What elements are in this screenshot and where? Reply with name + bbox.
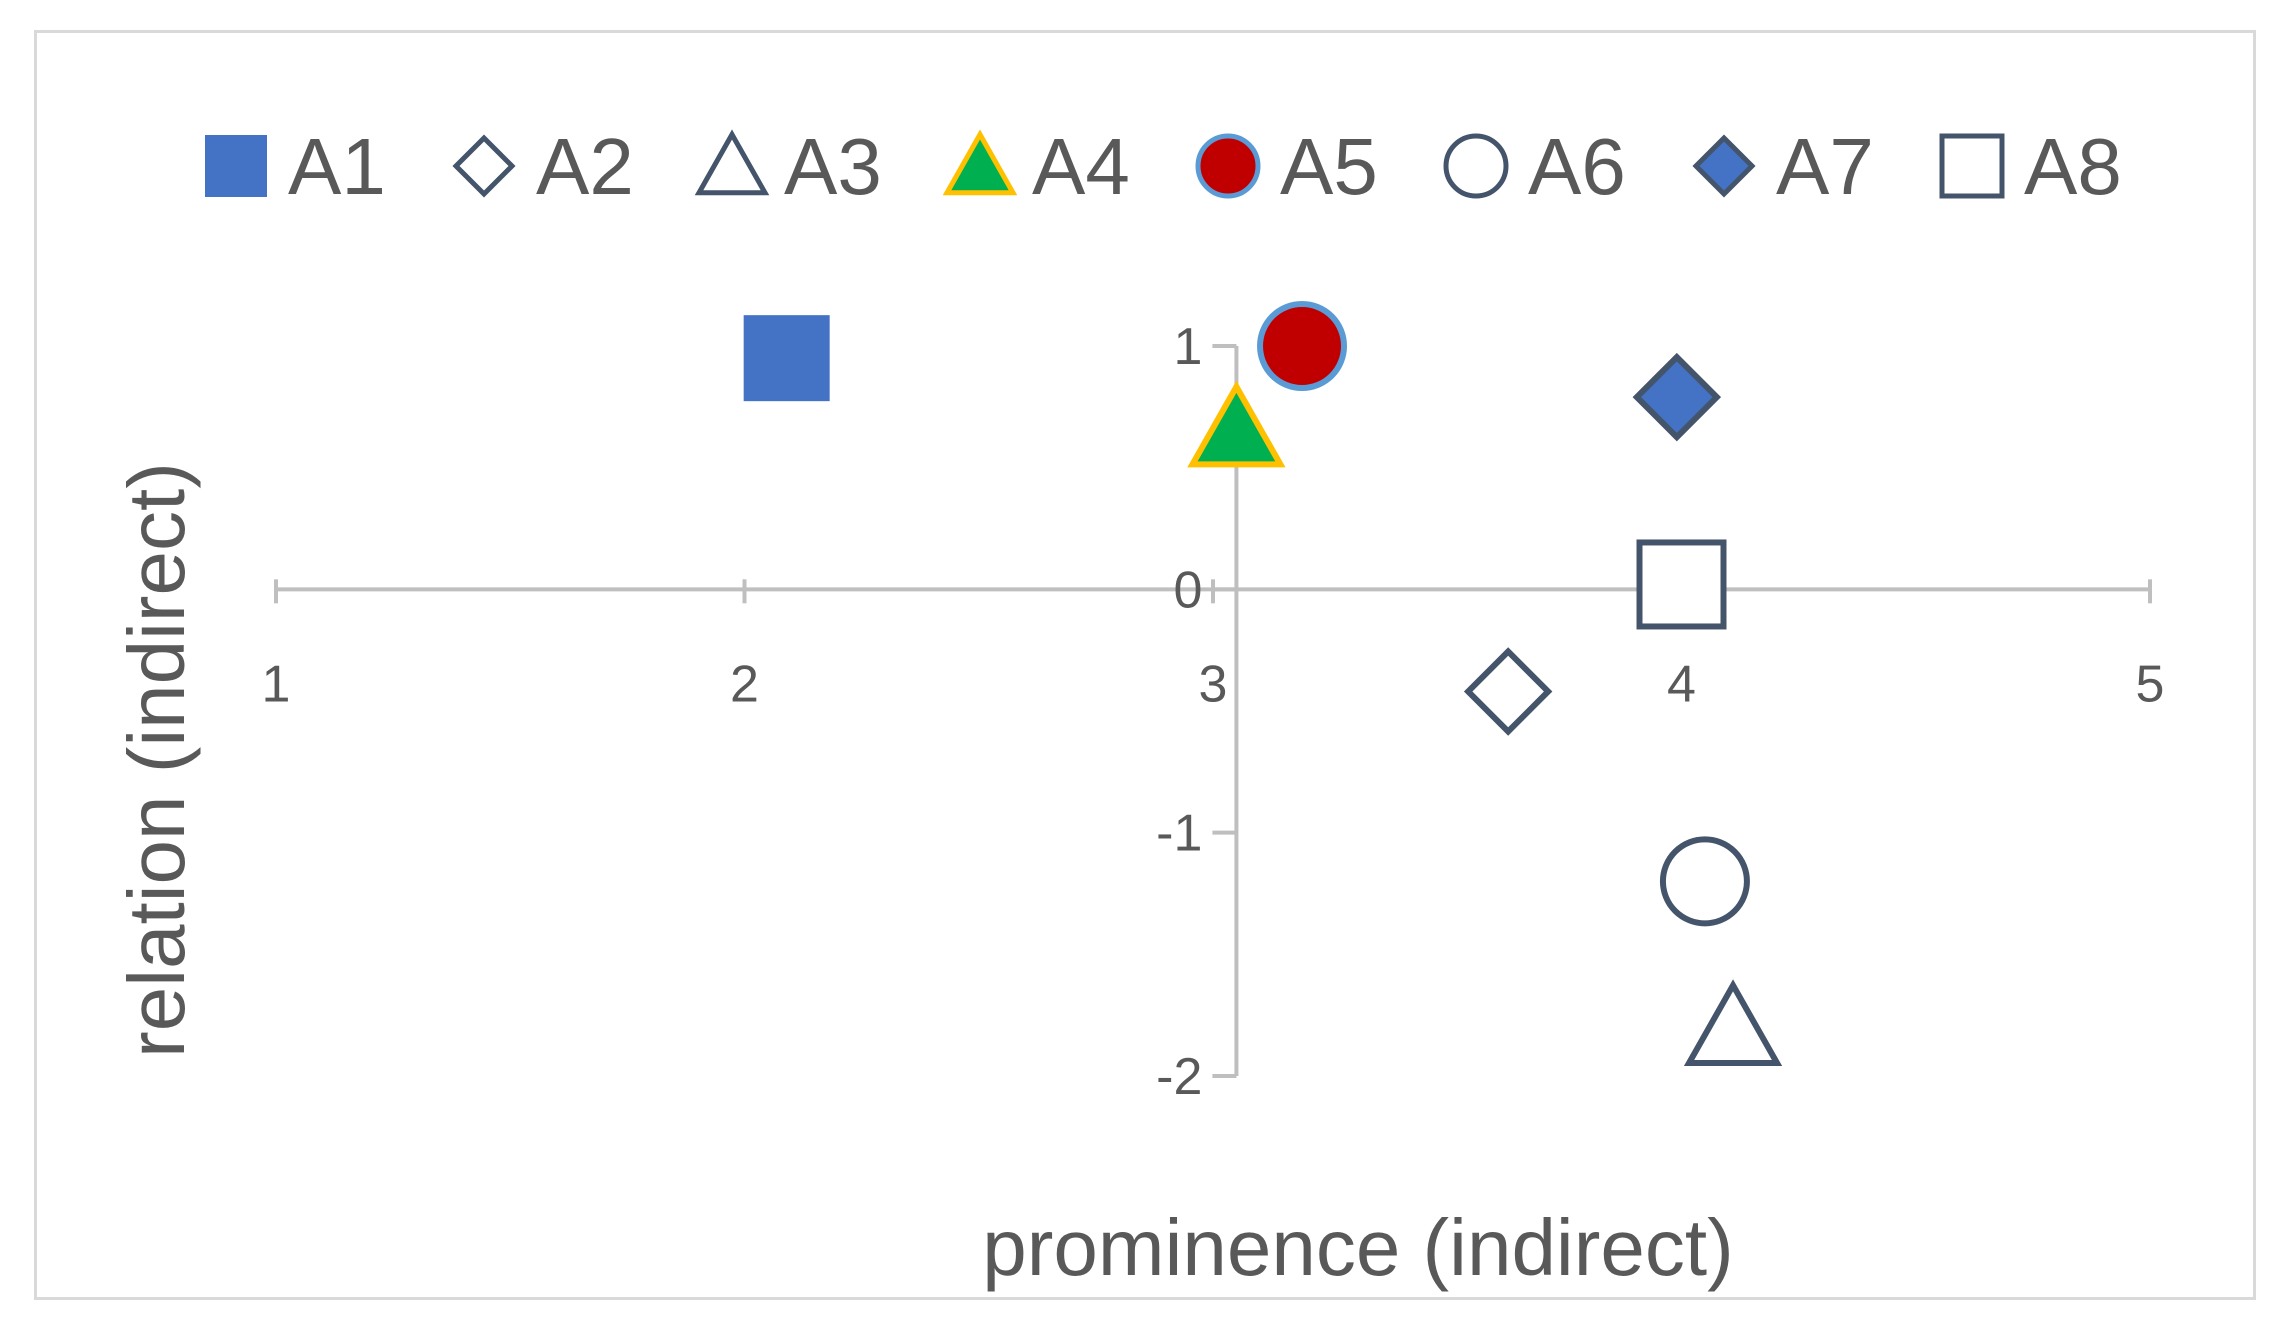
legend: A1 A2 A3 A4 A5 A6 A7 A8: [205, 122, 2122, 211]
legend-label: A3: [784, 122, 882, 211]
legend-marker-a3: [694, 129, 770, 196]
x-tick-label: 1: [262, 655, 291, 713]
legend-label: A8: [2024, 122, 2122, 211]
legend-item-a7: A7: [1692, 122, 1874, 211]
legend-label: A6: [1528, 122, 1626, 211]
legend-marker-a6: [1443, 133, 1509, 199]
axes: 1 2 3 4 5 1 0 -1 -2: [262, 318, 2165, 1106]
legend-marker-a4: [942, 129, 1018, 196]
legend-item-a5: A5: [1195, 122, 1378, 211]
legend-label: A7: [1776, 122, 1874, 211]
data-point-a3: [1683, 979, 1783, 1067]
x-tick-label: 3: [1199, 655, 1228, 713]
legend-label: A4: [1032, 122, 1130, 211]
legend-item-a6: A6: [1443, 122, 1626, 211]
legend-marker-a1: [205, 135, 267, 197]
data-points: [743, 301, 1783, 1067]
legend-marker-a8: [1939, 133, 2005, 199]
legend-marker-a5: [1195, 133, 1261, 199]
legend-item-a1: A1: [205, 122, 386, 211]
data-point-a8: [1636, 539, 1727, 630]
x-axis-ticks: 1 2 3 4 5: [262, 579, 2165, 713]
data-point-a4: [1187, 380, 1286, 468]
legend-item-a3: A3: [694, 122, 882, 211]
y-axis-ticks: 1 0 -1 -2: [1156, 318, 1237, 1106]
legend-label: A2: [536, 122, 634, 211]
legend-label: A1: [288, 122, 386, 211]
y-tick-label: -2: [1156, 1048, 1202, 1106]
y-tick-label: -1: [1156, 805, 1202, 863]
chart-frame: [34, 30, 2256, 1300]
x-tick-label: 5: [2136, 655, 2165, 713]
y-axis-title: relation (indirect): [112, 462, 201, 1058]
legend-item-a4: A4: [942, 122, 1130, 211]
data-point-a7: [1632, 352, 1722, 442]
data-point-a2: [1463, 647, 1553, 736]
x-tick-label: 4: [1667, 655, 1696, 713]
x-tick-label: 2: [730, 655, 759, 713]
x-axis-title: prominence (indirect): [982, 1203, 1733, 1292]
legend-item-a8: A8: [1939, 122, 2122, 211]
data-point-a6: [1659, 836, 1750, 927]
data-point-a1: [743, 315, 830, 402]
y-tick-label: 0: [1174, 561, 1203, 619]
legend-marker-a2: [452, 134, 516, 198]
legend-label: A5: [1280, 122, 1378, 211]
legend-marker-a7: [1692, 134, 1756, 198]
y-tick-label: 1: [1174, 318, 1203, 376]
legend-item-a2: A2: [452, 122, 634, 211]
data-point-a5: [1257, 301, 1348, 391]
